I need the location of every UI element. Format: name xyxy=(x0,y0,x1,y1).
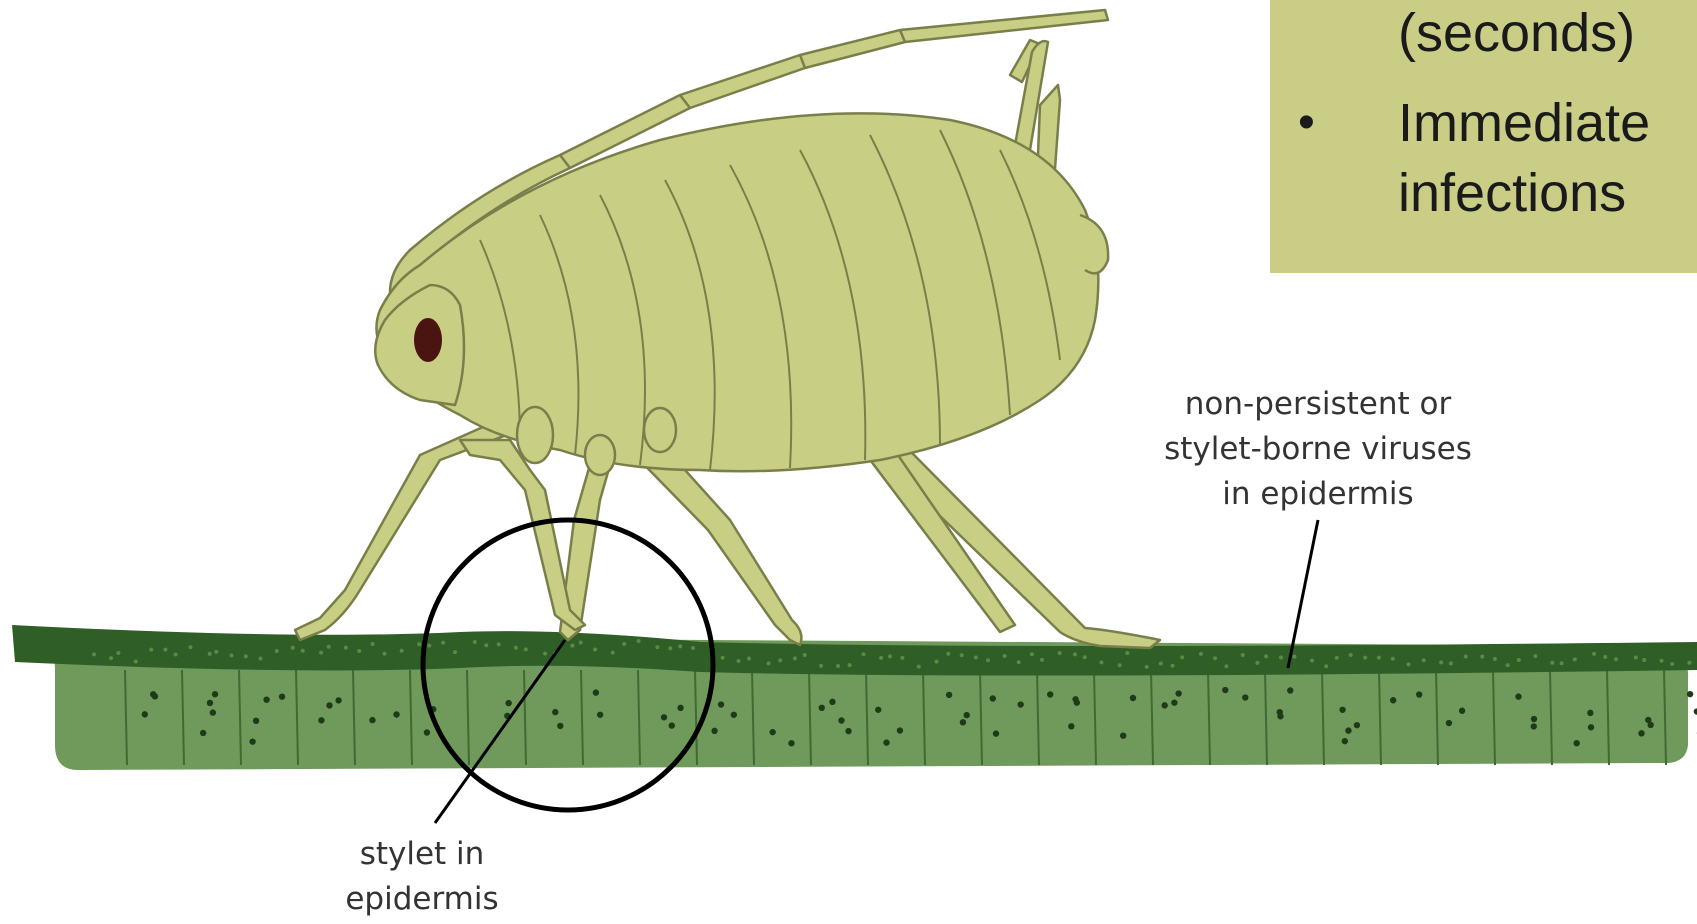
epidermis-layer xyxy=(12,625,1697,676)
callout-line-1: (seconds) xyxy=(1398,2,1635,64)
aphid-body xyxy=(376,113,1098,471)
stylet-label: stylet in epidermis xyxy=(312,832,532,922)
label-line: stylet-borne viruses xyxy=(1138,427,1498,472)
label-line: epidermis xyxy=(312,877,532,922)
callout-line-3: infections xyxy=(1398,162,1626,224)
label-line: stylet in xyxy=(312,832,532,877)
label-line: in epidermis xyxy=(1138,472,1498,517)
label-line: non-persistent or xyxy=(1138,382,1498,427)
bullet-icon: • xyxy=(1298,92,1315,154)
callout-box: (seconds) • Immediate infections xyxy=(1270,0,1697,273)
aphid-eye xyxy=(414,318,442,362)
callout-line-2: Immediate xyxy=(1398,92,1650,154)
non-persistent-virus-label: non-persistent or stylet-borne viruses i… xyxy=(1138,382,1498,517)
